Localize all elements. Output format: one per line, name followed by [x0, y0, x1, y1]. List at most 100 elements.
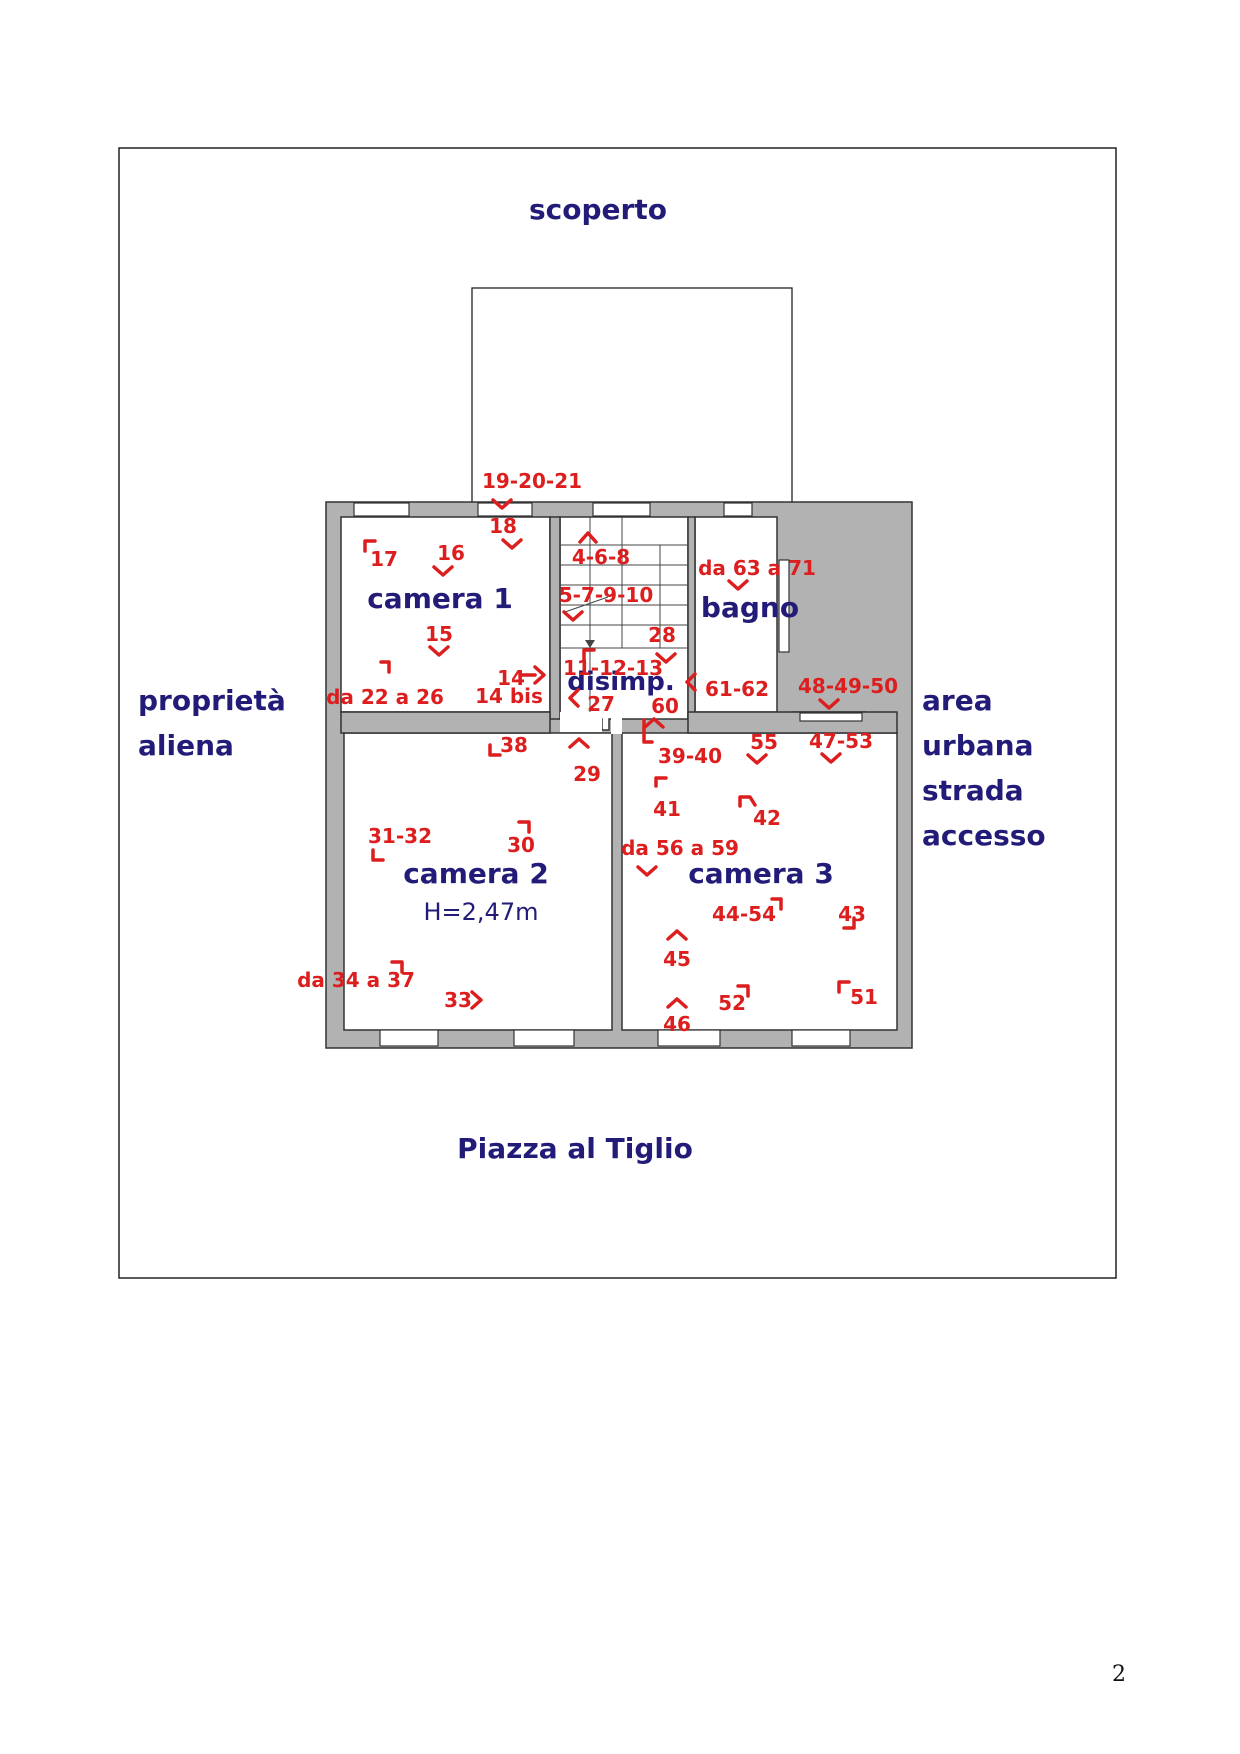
window — [723, 502, 753, 517]
marker-arrow-icon — [770, 897, 783, 911]
marker-label: 44-54 — [712, 902, 776, 926]
wall-c1-c2 — [340, 711, 551, 734]
marker-label: 11-12-13 — [563, 656, 663, 680]
room-camera-2-height: H=2,47m — [424, 898, 539, 926]
marker-arrow-icon — [655, 652, 677, 664]
marker-label: 48-49-50 — [798, 674, 898, 698]
marker-label: 30 — [507, 833, 535, 857]
window — [592, 502, 651, 517]
stair-wall-left — [549, 516, 561, 720]
marker-arrow-icon — [654, 776, 668, 788]
marker-arrow-icon — [470, 990, 483, 1010]
marker-arrow-icon — [818, 698, 840, 710]
stair-arrow-head — [585, 640, 595, 648]
marker-arrow-icon — [727, 579, 749, 591]
marker-arrow-icon — [488, 743, 502, 757]
photo-marker-arrows — [363, 498, 856, 1010]
marker-label: 17 — [370, 547, 398, 571]
marker-arrow-icon — [562, 610, 584, 622]
room-camera-1: camera 1 — [367, 582, 513, 615]
marker-arrow-icon — [736, 984, 750, 998]
marker-arrow-icon — [363, 539, 377, 553]
marker-label: 4-6-8 — [572, 545, 630, 569]
marker-arrow-icon — [390, 960, 404, 974]
marker-label: da 22 a 26 — [326, 685, 444, 709]
marker-label: 52 — [718, 991, 746, 1015]
label-accesso: accesso — [922, 819, 1046, 852]
marker-label: 28 — [648, 623, 676, 647]
label-urbana: urbana — [922, 729, 1034, 762]
marker-label: 18 — [489, 514, 517, 538]
window — [379, 1029, 439, 1047]
marker-arrow-icon — [685, 672, 697, 692]
marker-label: 51 — [850, 985, 878, 1009]
label-area: area — [922, 684, 993, 717]
marker-label: 15 — [425, 622, 453, 646]
marker-arrow-icon — [371, 848, 385, 862]
marker-arrow-icon — [491, 498, 513, 510]
marker-label: 61-62 — [705, 677, 769, 701]
marker-label: da 34 a 37 — [297, 968, 415, 992]
window — [353, 502, 410, 517]
marker-arrow-icon — [738, 795, 757, 808]
label-strada: strada — [922, 774, 1024, 807]
marker-arrow-icon — [568, 688, 580, 708]
marker-arrow-icon — [533, 665, 546, 685]
marker-arrow-icon — [582, 648, 596, 662]
label-scoperto: scoperto — [529, 193, 667, 226]
marker-arrow-icon — [501, 538, 523, 550]
marker-label: 14 bis — [475, 684, 543, 708]
photo-markers: 19-20-21 18 17 16 15 4-6-8 5-7-9-10 28 1… — [297, 469, 898, 1036]
page-number: 2 — [1112, 1662, 1126, 1687]
marker-label: 39-40 — [658, 744, 722, 768]
label-aliena: aliena — [138, 729, 234, 762]
marker-label: 55 — [750, 730, 778, 754]
window — [778, 559, 790, 653]
staircase — [560, 517, 688, 712]
marker-arrow-icon — [666, 997, 688, 1009]
page-frame — [118, 147, 1117, 1279]
marker-label: 38 — [500, 733, 528, 757]
marker-arrow-icon — [746, 753, 768, 765]
windows — [353, 502, 863, 1047]
marker-arrow-icon — [432, 565, 454, 577]
marker-arrow-icon — [837, 980, 851, 994]
marker-label: 47-53 — [809, 729, 873, 753]
marker-arrow-icon — [568, 737, 590, 749]
marker-arrow-icon — [643, 717, 665, 729]
marker-arrow-icon — [820, 752, 842, 764]
marker-label: 45 — [663, 947, 691, 971]
marker-label: 46 — [663, 1012, 691, 1036]
marker-label: 41 — [653, 797, 681, 821]
marker-label: 43 — [838, 902, 866, 926]
door-opening — [611, 712, 622, 734]
stair-diagonal — [564, 596, 609, 613]
marker-label: 33 — [444, 988, 472, 1012]
room-bagno: bagno — [701, 591, 799, 624]
window — [657, 1029, 721, 1047]
marker-label: 60 — [651, 694, 679, 718]
marker-label: 31-32 — [368, 824, 432, 848]
window — [799, 712, 863, 722]
marker-label: 29 — [573, 762, 601, 786]
room-disimpegno: disimp. — [567, 667, 675, 697]
marker-label: da 63 a 71 — [698, 556, 816, 580]
marker-arrow-icon — [578, 531, 598, 544]
marker-arrow-icon — [379, 660, 391, 674]
marker-label: 14 — [497, 666, 525, 690]
marker-arrow-icon — [642, 718, 654, 744]
marker-label: 16 — [437, 541, 465, 565]
window — [791, 1029, 851, 1047]
room-camera-2: camera 2 — [403, 857, 549, 890]
marker-arrow-icon — [842, 916, 856, 930]
marker-arrow-icon — [517, 820, 531, 834]
door-opening — [560, 712, 602, 732]
marker-label: 42 — [753, 806, 781, 830]
label-piazza: Piazza al Tiglio — [457, 1132, 693, 1165]
marker-arrow-icon — [636, 865, 658, 877]
room-camera-3: camera 3 — [688, 857, 834, 890]
marker-arrow-icon — [428, 645, 450, 657]
window — [513, 1029, 575, 1047]
marker-label: da 56 a 59 — [621, 836, 739, 860]
